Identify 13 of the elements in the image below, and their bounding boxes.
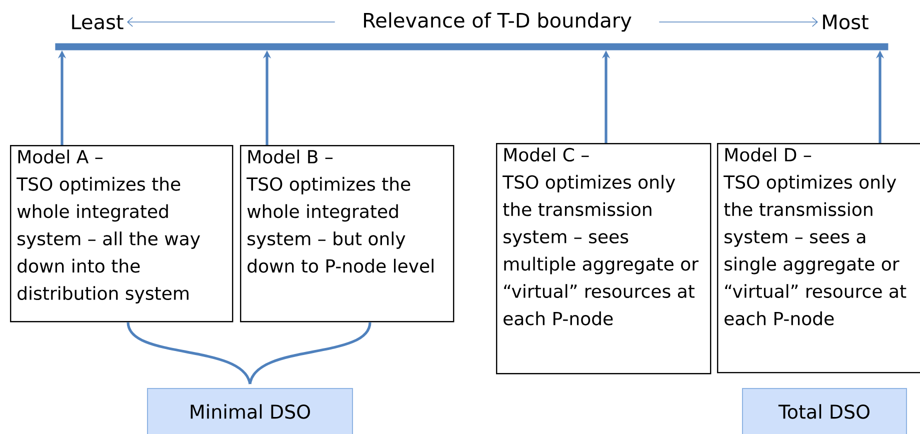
scale-title: Relevance of T-D boundary bbox=[364, 12, 632, 32]
model-box: Model D – TSO optimizes only the transmission system – sees a single aggregate or “virtual” resource at each P-node bbox=[717, 143, 920, 374]
brace-line bbox=[126, 322, 252, 384]
arrow bbox=[658, 17, 818, 27]
scale-label: Least bbox=[72, 14, 124, 30]
brace-line bbox=[248, 322, 372, 384]
model-box: Model A – TSO optimizes the whole integrated system – all the way down into the distribution system bbox=[10, 145, 234, 322]
model-box: Model B – TSO optimizes the whole integrated system – but only down to P-node level bbox=[240, 145, 454, 322]
scale-label: Most bbox=[823, 14, 868, 30]
category-tag: Total DSO bbox=[742, 388, 907, 434]
category-tag: Minimal DSO bbox=[147, 388, 353, 434]
arrow bbox=[127, 17, 336, 27]
model-box: Model C – TSO optimizes only the transmission system – sees multiple aggregate or “virtual” resources at each P-node bbox=[496, 143, 712, 374]
